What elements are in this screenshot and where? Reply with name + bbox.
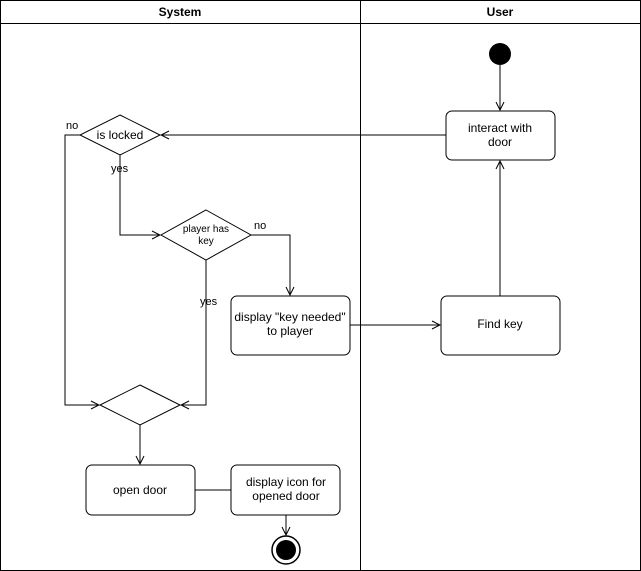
display-key-needed-label-1: display "key needed" — [234, 310, 345, 324]
is-locked-label: is locked — [97, 128, 144, 142]
edge-locked-no — [64, 134, 99, 405]
player-has-key-label-2: key — [198, 236, 214, 247]
edge-label-key-yes: yes — [200, 296, 218, 308]
edge-key-no — [251, 234, 290, 295]
edge-label-locked-yes: yes — [111, 163, 129, 175]
interact-with-door-label-1: interact with — [468, 121, 532, 135]
interact-with-door-label-2: door — [488, 135, 512, 149]
end-node-inner — [276, 540, 296, 560]
display-icon-label-2: opened door — [252, 489, 319, 503]
edge-locked-yes — [119, 155, 160, 235]
display-icon-label-1: display icon for — [246, 475, 326, 489]
find-key-label: Find key — [477, 317, 522, 331]
player-has-key-decision — [159, 209, 253, 261]
merge-node — [98, 384, 182, 426]
edge-label-locked-no: no — [66, 120, 78, 132]
open-door-label: open door — [113, 483, 167, 497]
edge-key-yes — [181, 260, 207, 405]
player-has-key-label-1: player has — [183, 224, 229, 235]
lane-title-user: User — [487, 5, 514, 19]
edge-label-key-no: no — [254, 220, 266, 232]
start-node — [489, 43, 511, 65]
display-key-needed-label-2: to player — [267, 324, 313, 338]
lane-title-system: System — [159, 5, 202, 19]
